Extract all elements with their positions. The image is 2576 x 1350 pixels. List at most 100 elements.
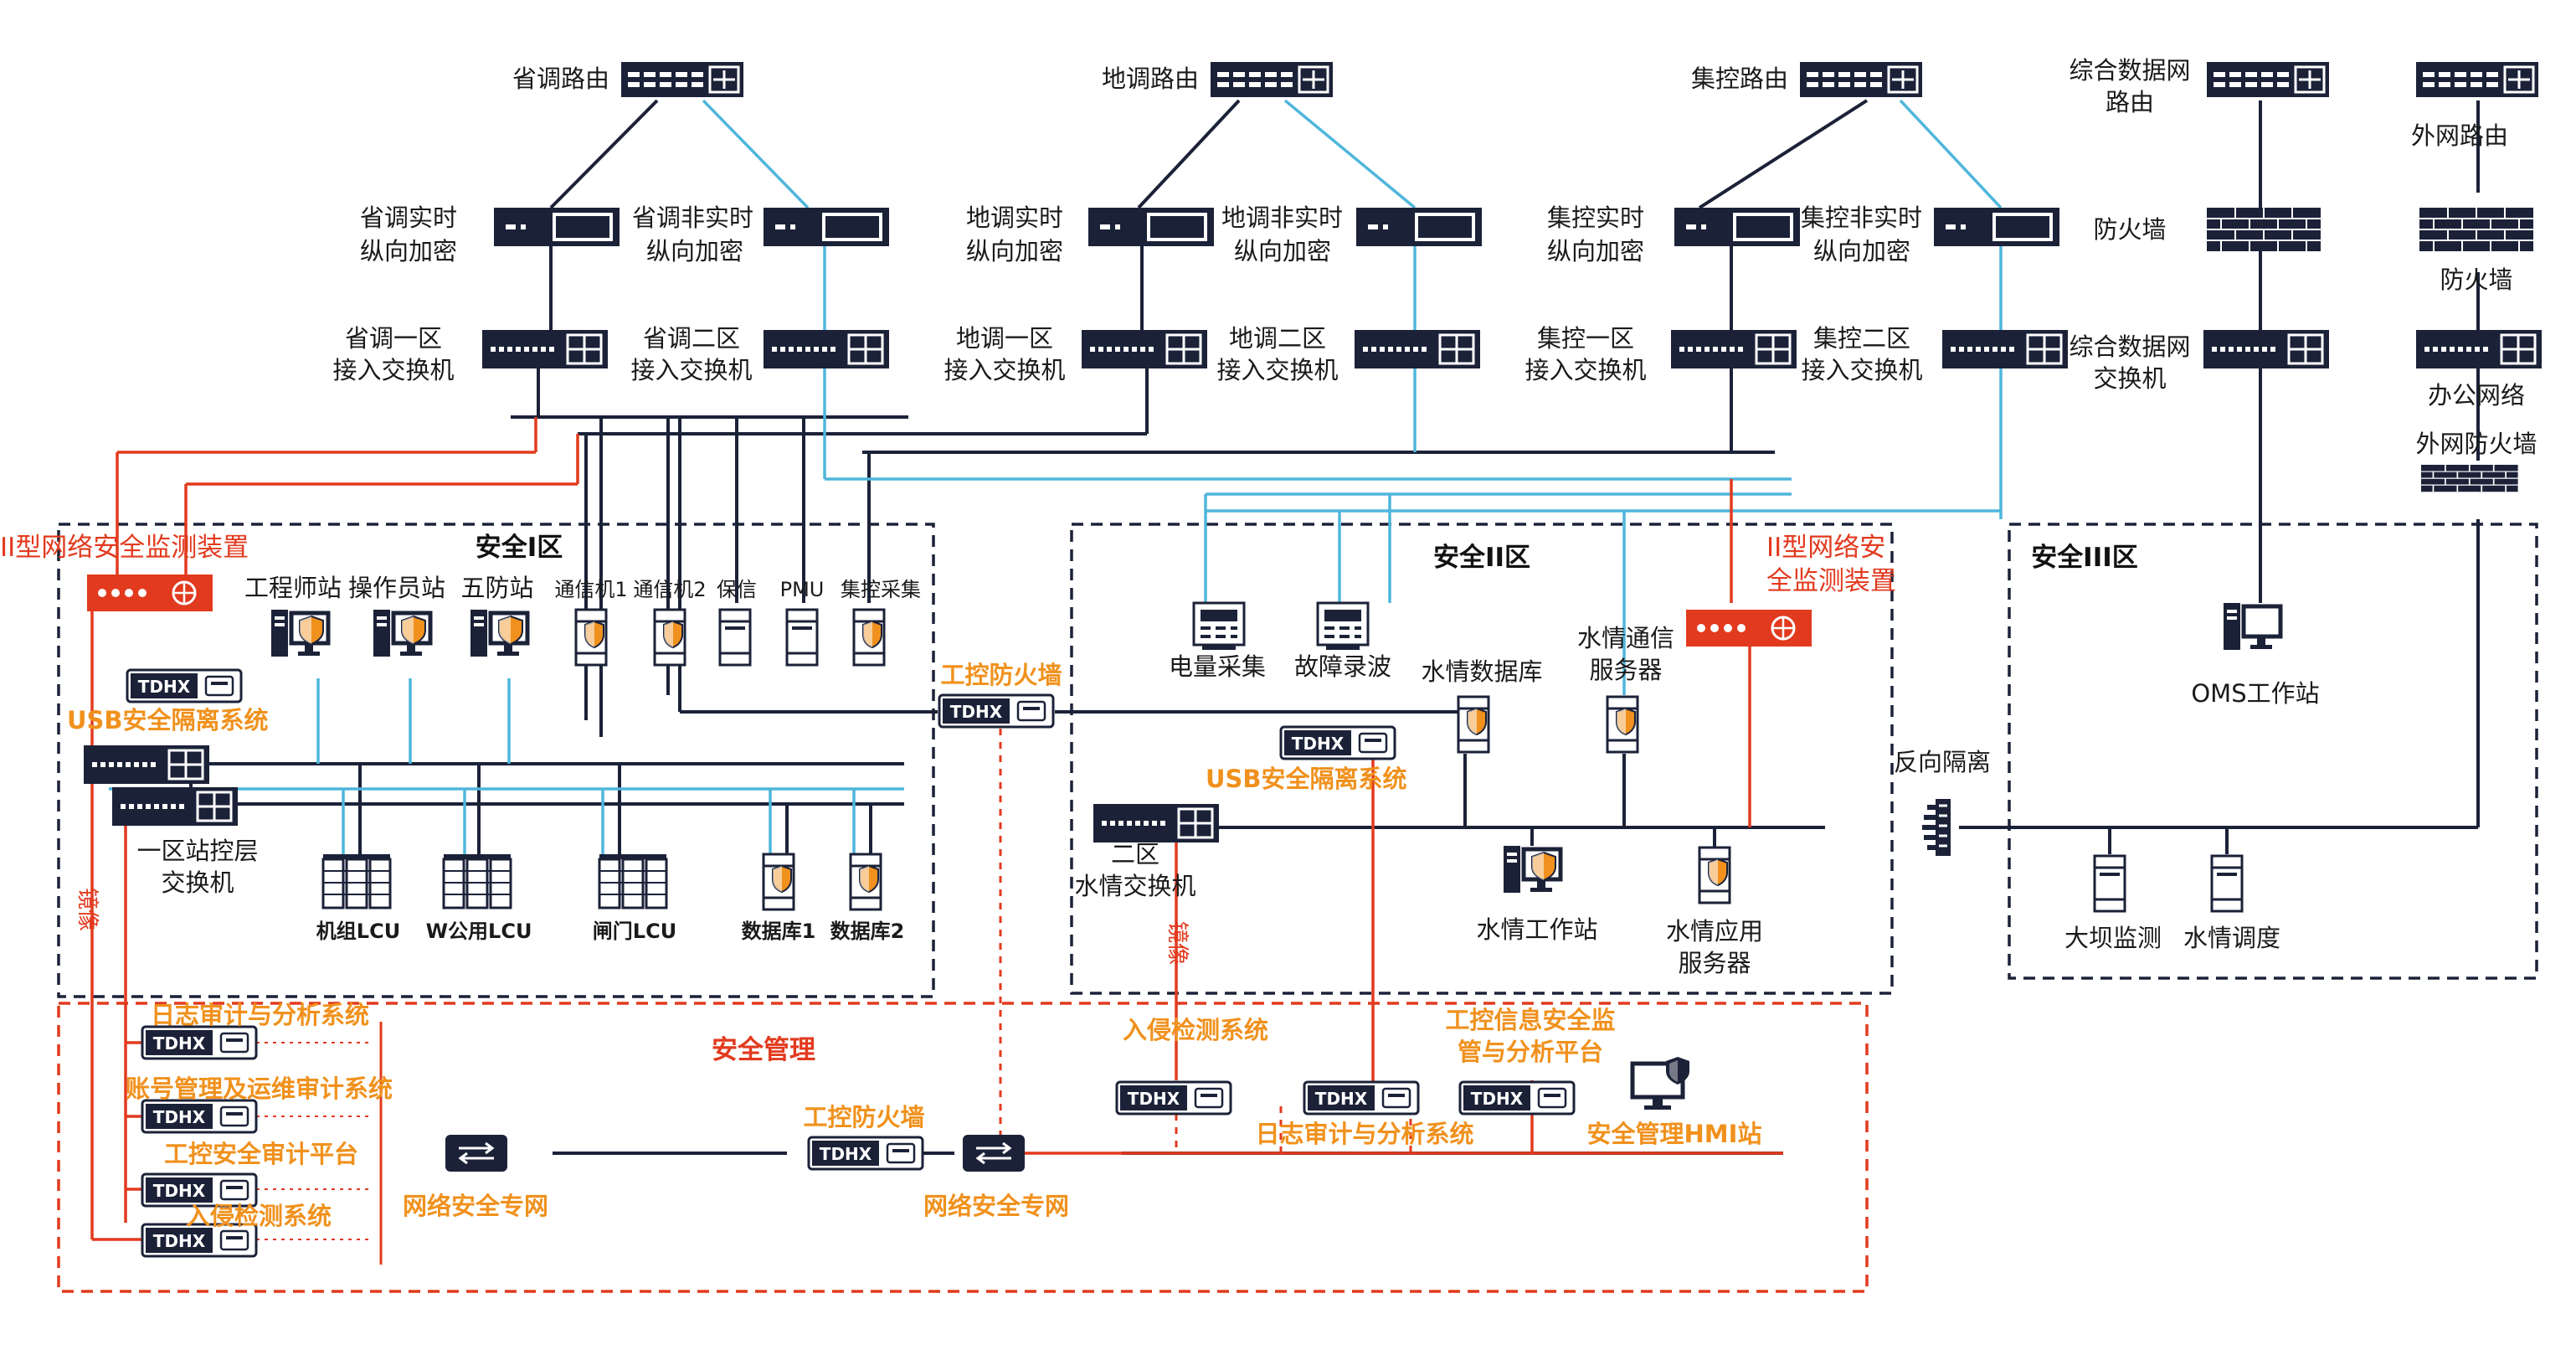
workstation-icon bbox=[470, 610, 527, 657]
server-icon bbox=[785, 608, 819, 667]
switch-label: 地调二区 bbox=[1229, 324, 1326, 353]
station-label: 保信 bbox=[717, 578, 757, 601]
workstation-icon bbox=[271, 610, 328, 657]
switch-label: 接入交换机 bbox=[1525, 356, 1646, 384]
router-icon bbox=[2205, 60, 2331, 99]
crypto-label: 集控实时 bbox=[1547, 204, 1644, 232]
switch-icon bbox=[1092, 802, 1221, 844]
lcu-cabinet-icon bbox=[598, 853, 668, 909]
server-icon bbox=[2210, 854, 2244, 913]
ics-platform-label: 管与分析平台 bbox=[1458, 1038, 1603, 1066]
crypto-label: 纵向加密 bbox=[360, 237, 457, 265]
switch-icon bbox=[1080, 328, 1209, 370]
ids-device-icon bbox=[1115, 1080, 1232, 1116]
usb-isolation-device-icon bbox=[126, 668, 243, 703]
hydro-workstation-label: 水情工作站 bbox=[1476, 915, 1597, 944]
switch-icon bbox=[762, 328, 891, 370]
industrial-firewall-label: 工控防火墙 bbox=[940, 661, 1062, 689]
log-audit-device-icon bbox=[1303, 1080, 1420, 1116]
database-server-icon bbox=[762, 853, 795, 911]
hydro-switch-label: 水情交换机 bbox=[1074, 872, 1195, 900]
integrated-router-label-2: 路由 bbox=[2106, 88, 2154, 116]
analysis-platform-device-icon bbox=[1458, 1080, 1576, 1116]
mgmt-firewall-label: 工控防火墙 bbox=[803, 1103, 924, 1131]
switch-label: 接入交换机 bbox=[332, 356, 454, 384]
meter-icon bbox=[1192, 601, 1246, 652]
crypto-device-icon bbox=[1088, 208, 1214, 246]
switch-label: 交换机 bbox=[2093, 364, 2166, 393]
zone3-boundary bbox=[2008, 523, 2538, 980]
integrated-router-label-1: 综合数据网 bbox=[2069, 56, 2190, 85]
station-label: 集控采集 bbox=[841, 578, 921, 601]
external-firewall-icon bbox=[2420, 464, 2519, 493]
station-label: 通信机1 bbox=[554, 578, 627, 601]
mirror-label: 镜像 bbox=[1165, 921, 1190, 965]
reverse-isolation-label: 反向隔离 bbox=[1894, 748, 1991, 776]
crypto-device-icon bbox=[1674, 208, 1800, 246]
station-switch-label: 一区站控层 bbox=[136, 837, 258, 865]
lcu-cabinet-icon bbox=[442, 853, 512, 909]
hydro-switch-label: 二区 bbox=[1111, 840, 1159, 868]
switch-icon bbox=[2414, 328, 2543, 370]
office-network-label: 办公网络 bbox=[2428, 381, 2525, 410]
crypto-device-icon bbox=[494, 208, 620, 246]
switch-label: 集控二区 bbox=[1813, 324, 1910, 353]
database-server-icon bbox=[849, 853, 882, 911]
station-label: 通信机2 bbox=[633, 578, 706, 601]
industrial-firewall-icon bbox=[807, 1136, 924, 1171]
zone1-title: 安全I区 bbox=[476, 533, 563, 563]
monitor-device-label: II型网络安 bbox=[1766, 533, 1885, 563]
bastion-device-icon bbox=[141, 1099, 258, 1134]
lcu-cabinet-icon bbox=[321, 853, 392, 909]
private-net-label: 网络安全专网 bbox=[403, 1192, 548, 1220]
server-icon bbox=[1698, 846, 1731, 904]
hydro-app-label: 服务器 bbox=[1678, 949, 1751, 977]
hydro-db-label: 水情数据库 bbox=[1421, 657, 1542, 686]
router-icon bbox=[1209, 60, 1334, 99]
crypto-label: 地调非实时 bbox=[1221, 204, 1343, 232]
crypto-device-icon bbox=[764, 208, 889, 246]
lcu-label: W公用LCU bbox=[426, 920, 532, 943]
monitor-device-label: 全监测装置 bbox=[1766, 566, 1896, 596]
monitor-device-icon bbox=[85, 573, 214, 613]
crypto-device-icon bbox=[1934, 208, 2059, 246]
ids-label: 入侵检测系统 bbox=[186, 1202, 332, 1230]
crypto-label: 集控非实时 bbox=[1801, 204, 1922, 232]
hmi-station-icon bbox=[1632, 1057, 1689, 1110]
crypto-label: 省调实时 bbox=[360, 204, 457, 232]
hydro-app-label: 水情应用 bbox=[1666, 917, 1763, 946]
external-router-label: 外网路由 bbox=[2411, 121, 2508, 150]
crypto-label: 纵向加密 bbox=[1813, 237, 1910, 265]
meter-label: 电量采集 bbox=[1169, 652, 1266, 681]
ics-platform-label: 工控信息安全监 bbox=[1445, 1006, 1615, 1034]
hydro-comm-label: 水情通信 bbox=[1577, 624, 1674, 652]
switch-icon bbox=[481, 328, 609, 370]
server-icon bbox=[852, 608, 886, 667]
central-router-label: 集控路由 bbox=[1691, 64, 1788, 93]
hydro-comm-label: 服务器 bbox=[1589, 656, 1662, 684]
switch-label: 省调二区 bbox=[643, 324, 740, 353]
switch-label: 综合数据网 bbox=[2069, 332, 2190, 361]
switch-icon bbox=[2202, 328, 2331, 370]
workstation-icon bbox=[1504, 846, 1561, 893]
external-firewall-label: 外网防火墙 bbox=[2415, 430, 2537, 458]
private-network-icon bbox=[444, 1133, 509, 1173]
firewall-label: 防火墙 bbox=[2093, 215, 2166, 244]
usb-isolation-label: USB安全隔离系统 bbox=[1206, 765, 1407, 793]
switch-label: 接入交换机 bbox=[1216, 356, 1338, 384]
switch-icon bbox=[82, 744, 211, 786]
router-icon bbox=[2414, 60, 2540, 99]
switch-label: 接入交换机 bbox=[1801, 356, 1922, 384]
oms-label: OMS工作站 bbox=[2191, 679, 2319, 708]
dam-label: 大坝监测 bbox=[2064, 924, 2162, 952]
firewall-icon bbox=[2419, 207, 2534, 252]
workstation-icon bbox=[373, 610, 430, 657]
zone2-title: 安全II区 bbox=[1433, 543, 1530, 573]
crypto-label: 纵向加密 bbox=[1234, 237, 1331, 265]
log-audit-label: 日志审计与分析系统 bbox=[1255, 1120, 1473, 1148]
crypto-label: 纵向加密 bbox=[1547, 237, 1644, 265]
crypto-device-icon bbox=[1356, 208, 1482, 246]
database-label: 数据库1 bbox=[742, 920, 816, 943]
router-icon bbox=[1798, 60, 1924, 99]
